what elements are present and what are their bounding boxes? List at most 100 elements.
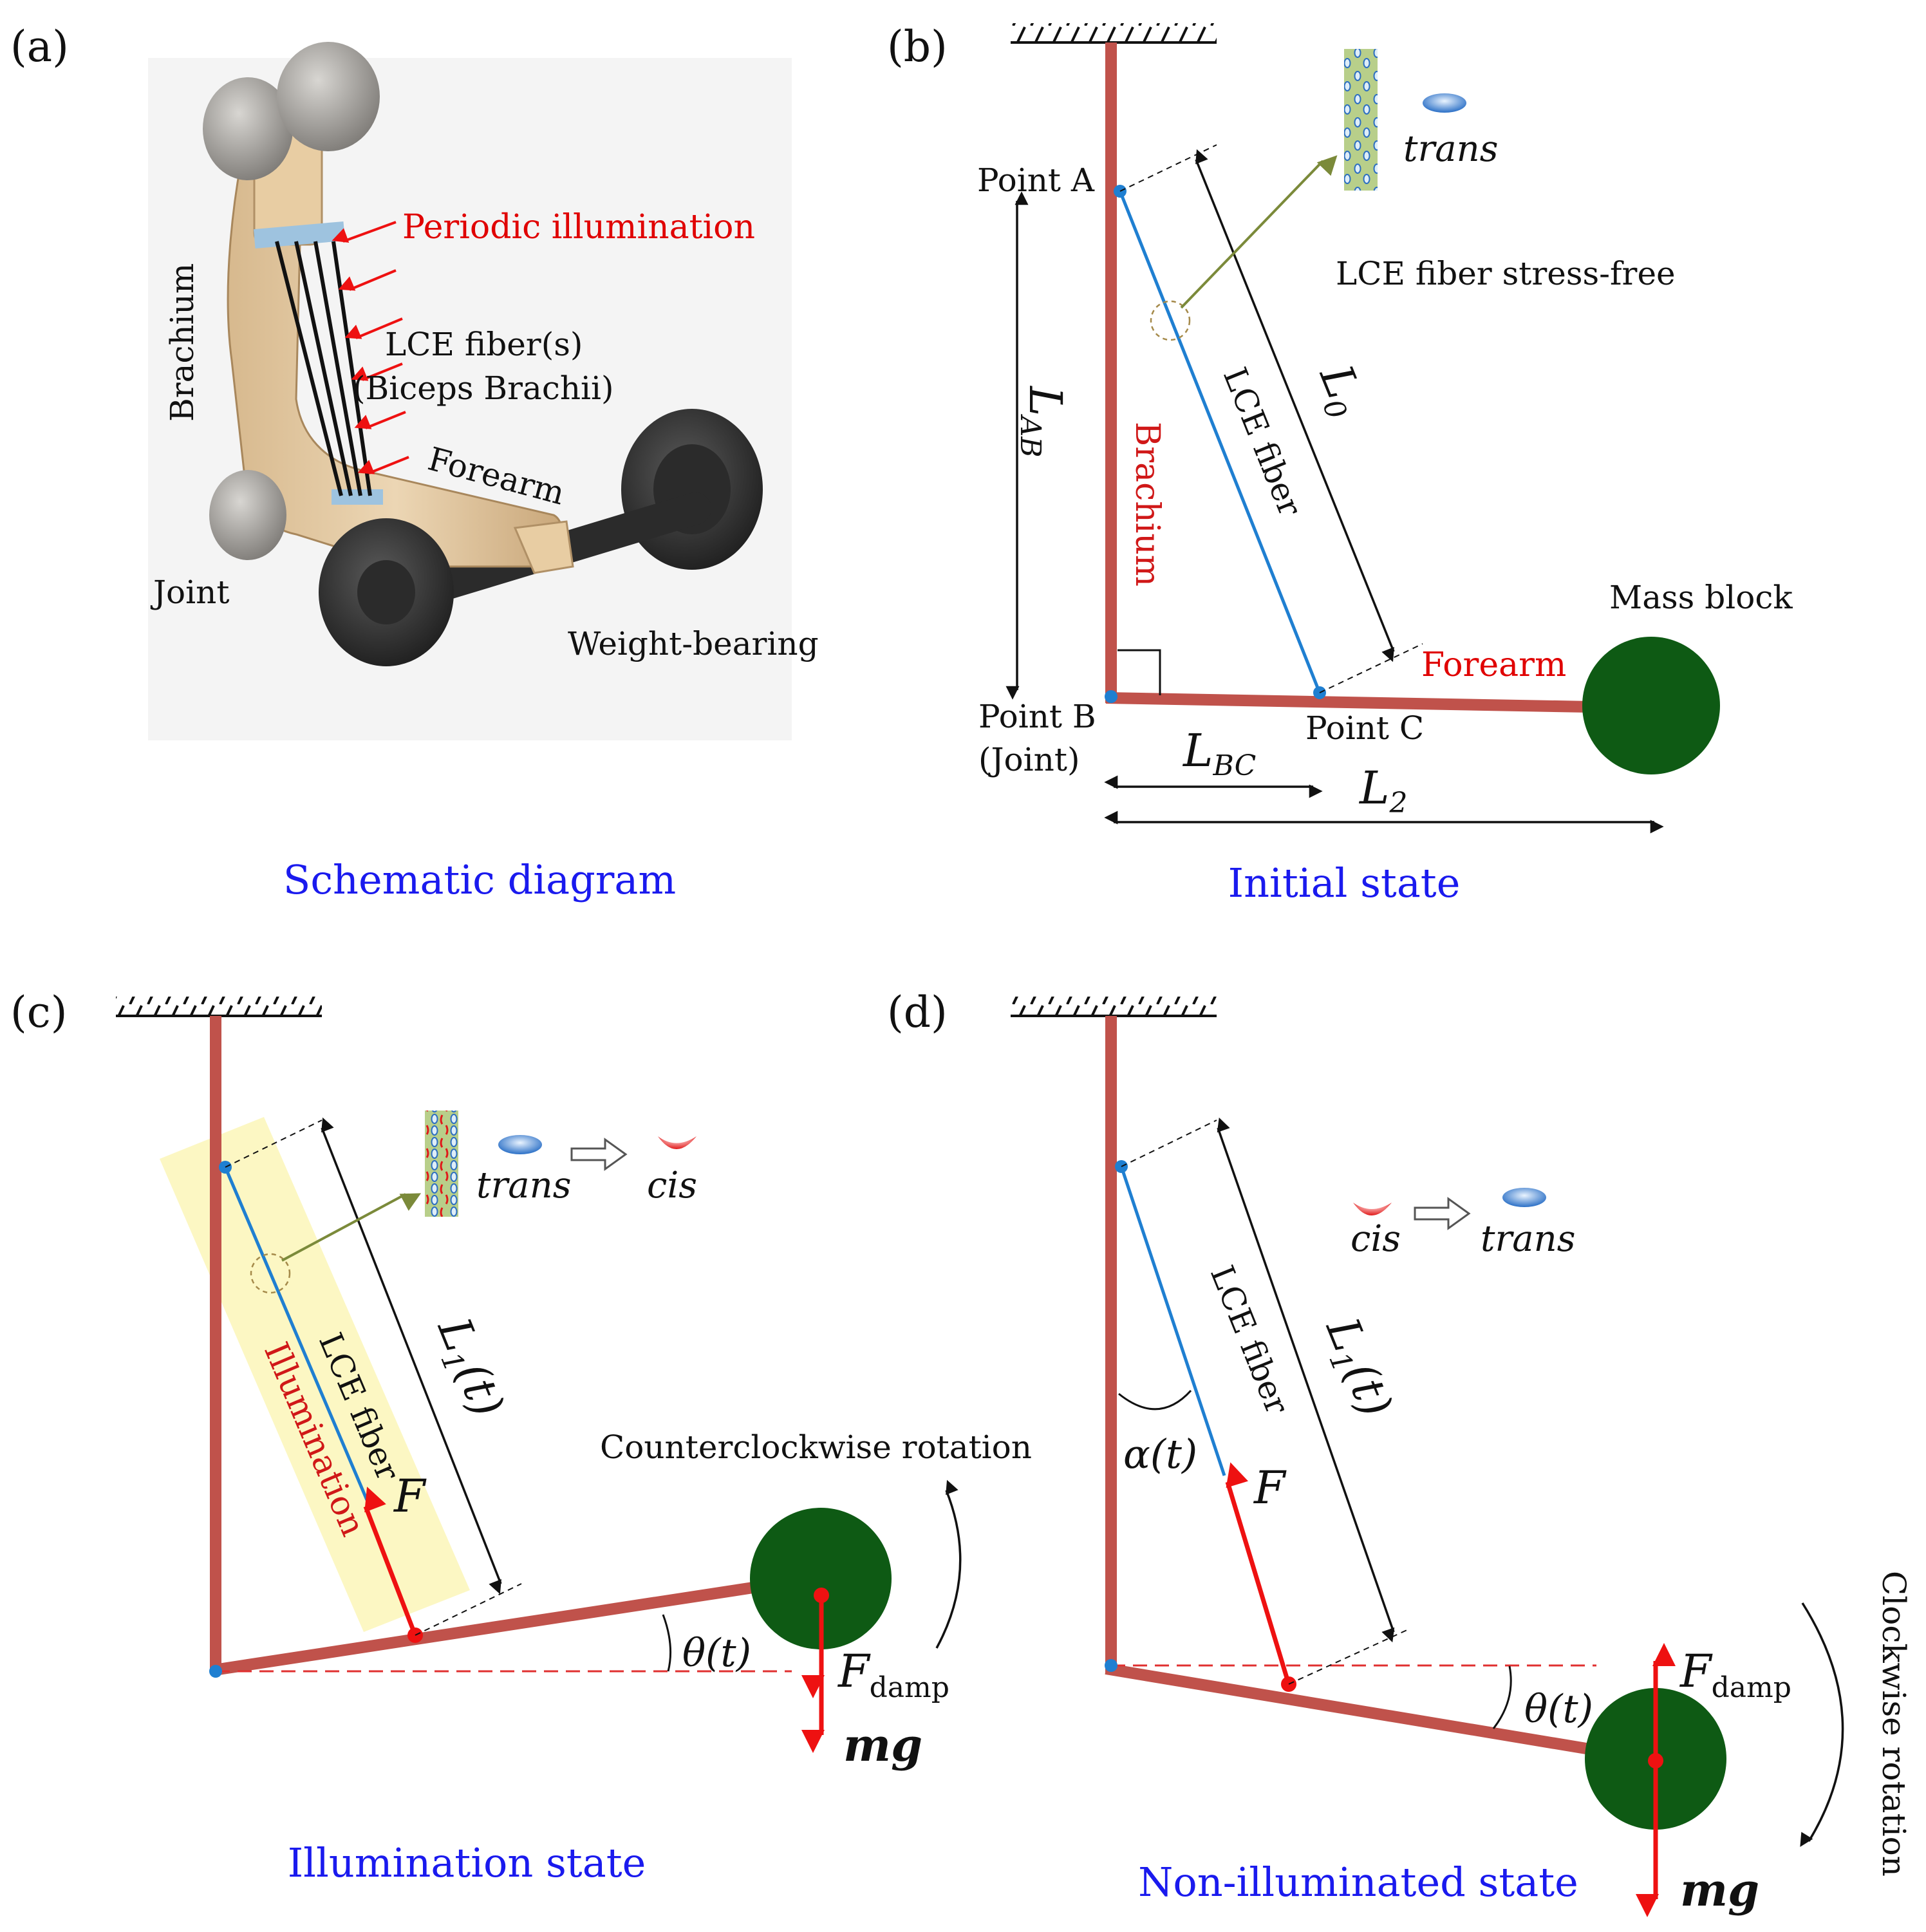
l1t-symbol-d: L1(t) <box>1311 1309 1403 1426</box>
mg-label-c: mg <box>843 1718 922 1772</box>
theta-arc-c <box>662 1614 672 1672</box>
panel-a-label: (a) <box>10 22 69 71</box>
mass-block-label: Mass block <box>1609 579 1793 616</box>
caption-d: Non-illuminated state <box>1138 1859 1578 1906</box>
lce-fiber-strand-2 <box>294 241 353 496</box>
trans-molecule-icon-b <box>1423 93 1466 113</box>
light-arrow-3 <box>344 317 403 339</box>
joint-dot-c <box>209 1665 222 1678</box>
shoulder-cylinder-right <box>277 42 380 151</box>
biceps-brachii-label: (Biceps Brachii) <box>353 370 614 407</box>
l1-extension-bottom-d <box>1288 1628 1410 1685</box>
fiber-zoom-pointer-b <box>1180 155 1338 309</box>
l2-subscript: 2 <box>1388 787 1407 820</box>
brachium-label-a: Brachium <box>164 263 201 422</box>
lce-fiber-label-b: LCE fiber <box>1216 362 1309 521</box>
right-angle-mark <box>1117 649 1161 695</box>
caption-c: Illumination state <box>288 1839 646 1886</box>
l1-dimension-c <box>321 1117 502 1595</box>
hollow-arrow-d <box>1414 1197 1471 1230</box>
front-wheel-hub <box>357 560 415 624</box>
trans-label-d: trans <box>1481 1218 1575 1260</box>
shoulder-cylinder-left <box>203 77 293 180</box>
cis-molecule-icon-d <box>1353 1203 1392 1215</box>
elbow-joint-cylinder <box>209 470 286 560</box>
counterclockwise-label: Counterclockwise rotation <box>600 1429 1032 1466</box>
clockwise-label: Clockwise rotation <box>1875 1571 1912 1877</box>
trans-label-c: trans <box>476 1165 571 1206</box>
f-damp-label-d: Fdamp <box>1679 1645 1791 1704</box>
f-damp-main-d: F <box>1679 1645 1713 1698</box>
light-arrow-2 <box>338 269 397 291</box>
trans-label-b: trans <box>1403 128 1498 170</box>
forearm-holder <box>513 520 574 574</box>
ceiling-hatch-b <box>1011 23 1217 41</box>
lce-fibers-label: LCE fiber(s) <box>385 326 583 363</box>
l1-extension-top-d <box>1121 1120 1217 1167</box>
fiber-zoom-circle-c <box>250 1253 291 1294</box>
light-arrow-6 <box>357 456 409 474</box>
joint-label-a: Joint <box>150 574 229 611</box>
theta-arc-d <box>1492 1665 1512 1729</box>
lce-fiber-strand-3 <box>313 241 362 496</box>
point-a-label: Point A <box>977 162 1095 199</box>
mg-label-d: mg <box>1680 1863 1759 1917</box>
brachium-label-b: Brachium <box>1128 422 1166 586</box>
panel-d: (d) cis trans LCE fiber L1(t) α(t) <box>887 988 1912 1917</box>
panel-b: (b) trans LCE fiber stress-free Point A … <box>887 22 1793 906</box>
cis-label-c: cis <box>647 1165 697 1206</box>
stress-free-label: LCE fiber stress-free <box>1336 255 1676 292</box>
l2-label: L2 <box>1358 762 1407 820</box>
lab-label: LAB <box>1014 385 1072 458</box>
fiber-zoom-pointer-c <box>281 1193 422 1262</box>
light-arrow-1 <box>332 221 397 243</box>
forearm-rod-b <box>1105 692 1591 713</box>
alpha-label-d: α(t) <box>1123 1430 1197 1477</box>
light-arrow-4 <box>351 362 403 381</box>
panel-d-label: (d) <box>887 988 948 1037</box>
f-damp-subscript-c: damp <box>870 1671 949 1704</box>
force-f-label-c: F <box>393 1470 427 1523</box>
periodic-illumination-label: Periodic illumination <box>402 208 755 247</box>
counterclockwise-arrow <box>935 1479 962 1649</box>
hollow-arrow-c <box>570 1138 628 1171</box>
caption-b: Initial state <box>1228 859 1461 906</box>
ceiling-hatch-d <box>1011 997 1217 1015</box>
f-damp-main-c: F <box>837 1645 871 1698</box>
panel-c: (c) trans cis LCE fiber Illumination <box>10 988 1032 1886</box>
light-arrow-5 <box>354 411 406 429</box>
f-damp-label-c: Fdamp <box>837 1645 949 1704</box>
l1t-symbol-c: L1(t) <box>422 1309 514 1426</box>
point-c-label: Point C <box>1305 709 1424 747</box>
panel-a: (a) <box>10 22 819 903</box>
l0-extension-top-b <box>1119 144 1217 192</box>
l1-extension-top-c <box>225 1120 323 1168</box>
lbc-label: LBC <box>1182 724 1256 782</box>
l2-main: L <box>1358 762 1389 814</box>
lce-fiber-d <box>1119 1166 1226 1476</box>
force-f-label-d: F <box>1253 1461 1287 1514</box>
point-b-label: Point B <box>978 698 1096 735</box>
point-b-dot <box>1105 690 1117 703</box>
panel-c-label: (c) <box>10 988 67 1037</box>
forearm-rod-d <box>1105 1663 1591 1755</box>
joint-label-b: (Joint) <box>978 741 1080 778</box>
lce-fiber-label-d: LCE fiber <box>1203 1261 1296 1420</box>
panel-b-label: (b) <box>887 22 948 71</box>
mechanical-arm-illustration <box>148 42 792 740</box>
ceiling-hatch-c <box>116 997 322 1015</box>
l0-symbol: L0 <box>1304 357 1376 424</box>
forearm-label-b: Forearm <box>1421 646 1566 684</box>
lbc-subscript: BC <box>1212 749 1256 782</box>
weight-bearing-label: Weight-bearing <box>568 625 819 662</box>
lce-fiber-strand-1 <box>275 241 343 496</box>
theta-label-d: θ(t) <box>1524 1687 1593 1732</box>
forearm-rod-c <box>213 1582 754 1676</box>
lab-symbol: LAB <box>1014 385 1072 458</box>
caption-a: Schematic diagram <box>283 856 676 903</box>
lab-main: L <box>1019 385 1072 416</box>
lce-fiber-texture-c <box>425 1111 458 1217</box>
l1t-label-d: L1(t) <box>1311 1309 1403 1426</box>
f-damp-subscript-d: damp <box>1712 1671 1791 1704</box>
